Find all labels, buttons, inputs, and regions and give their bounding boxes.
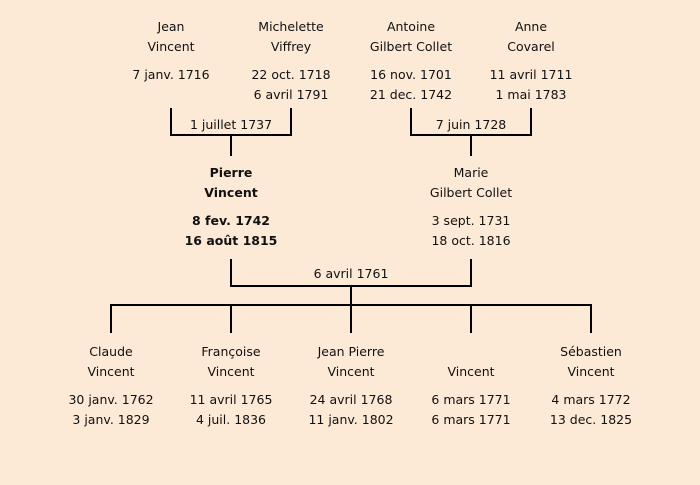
death-date: 18 oct. 1816 <box>431 233 511 248</box>
connector-line <box>110 304 112 333</box>
death-date: 4 juil. 1836 <box>195 412 267 427</box>
birth-date: 30 janv. 1762 <box>68 392 154 407</box>
marriage-date: 7 juin 1728 <box>435 117 507 132</box>
connector-line <box>470 134 472 156</box>
last-name: Vincent <box>327 364 375 379</box>
birth-date: 24 avril 1768 <box>309 392 393 407</box>
connector-line <box>530 108 532 136</box>
last-name: Viffrey <box>270 39 312 54</box>
spacer <box>456 57 606 65</box>
connector-line <box>170 108 172 136</box>
connector-line <box>470 259 472 287</box>
first-name: Antoine <box>386 19 436 34</box>
first-name: Marie <box>453 165 489 180</box>
birth-date: 11 avril 1711 <box>489 67 573 82</box>
marriage-date: 1 juillet 1737 <box>189 117 273 132</box>
first-name: Anne <box>514 19 548 34</box>
person-card[interactable]: Vincent 6 mars 1771 6 mars 1771 <box>396 342 546 430</box>
birth-date: 8 fev. 1742 <box>192 213 270 228</box>
death-date: 21 dec. 1742 <box>369 87 453 102</box>
first-name: Michelette <box>258 19 324 34</box>
spacer <box>156 203 306 211</box>
first-name: Pierre <box>209 165 253 180</box>
connector-line <box>350 285 352 306</box>
connector-line <box>230 259 232 287</box>
death-date: 6 avril 1791 <box>253 87 329 102</box>
death-date: 16 août 1815 <box>184 233 278 248</box>
first-name: Jean <box>157 19 185 34</box>
birth-date: 11 avril 1765 <box>189 392 273 407</box>
last-name: Vincent <box>204 185 258 200</box>
connector-line <box>230 304 232 333</box>
connector-line <box>590 304 592 333</box>
first-name: Claude <box>89 344 133 359</box>
birth-date: 7 janv. 1716 <box>132 67 210 82</box>
connector-line <box>230 134 232 156</box>
last-name: Vincent <box>207 364 255 379</box>
last-name: Vincent <box>567 364 615 379</box>
spacer <box>516 382 666 390</box>
death-date: 3 janv. 1829 <box>72 412 150 427</box>
last-name: Gilbert Collet <box>429 185 513 200</box>
first-name: Jean Pierre <box>317 344 385 359</box>
first-name: Sébastien <box>560 344 622 359</box>
birth-date: 6 mars 1771 <box>431 392 511 407</box>
birth-date: 3 sept. 1731 <box>431 213 511 228</box>
last-name: Covarel <box>507 39 555 54</box>
birth-date: 4 mars 1772 <box>551 392 631 407</box>
connector-line <box>470 304 472 333</box>
last-name: Vincent <box>87 364 135 379</box>
connector-line <box>290 108 292 136</box>
death-date: 13 dec. 1825 <box>549 412 633 427</box>
death-date: 11 janv. 1802 <box>308 412 394 427</box>
connector-line <box>410 108 412 136</box>
first-name: Françoise <box>201 344 261 359</box>
spacer <box>396 203 546 211</box>
birth-date: 16 nov. 1701 <box>370 67 452 82</box>
last-name: Vincent <box>147 39 195 54</box>
birth-date: 22 oct. 1718 <box>251 67 331 82</box>
connector-line <box>350 304 352 333</box>
last-name: Vincent <box>447 364 495 379</box>
marriage-date: 6 avril 1761 <box>313 266 389 281</box>
death-date: 6 mars 1771 <box>431 412 511 427</box>
death-date: 1 mai 1783 <box>495 87 567 102</box>
last-name: Gilbert Collet <box>369 39 453 54</box>
